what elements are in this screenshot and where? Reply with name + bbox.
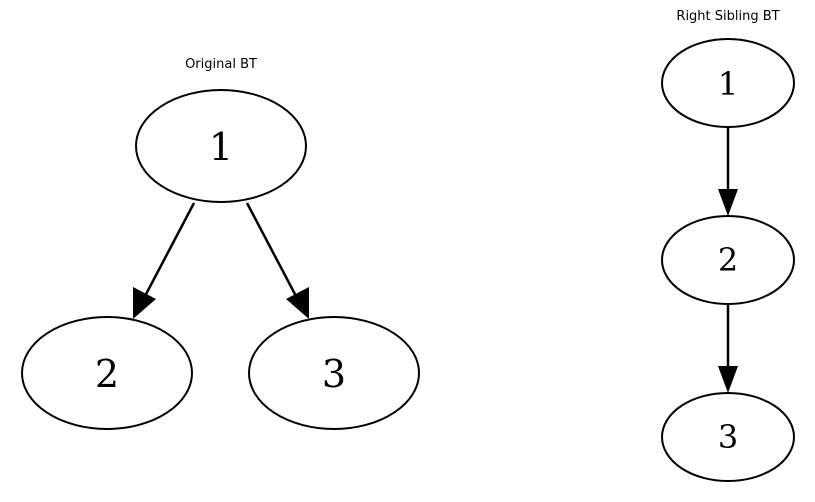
edge-1-to-2 — [133, 202, 196, 319]
node-ellipse — [21, 316, 193, 430]
node-ellipse — [248, 316, 420, 430]
node-label: 1 — [209, 125, 233, 169]
edge-line — [142, 202, 196, 299]
original-bt-title: Original BT — [185, 57, 257, 72]
arrow-head-icon — [718, 366, 738, 393]
right-sibling-bt-title: Right Sibling BT — [676, 9, 780, 24]
node-3: 3 — [248, 316, 420, 430]
node-3: 3 — [661, 392, 795, 482]
edge-1-to-2 — [718, 128, 738, 216]
node-label: 1 — [718, 65, 738, 103]
node-ellipse — [661, 392, 795, 482]
node-ellipse — [661, 38, 795, 128]
node-ellipse — [661, 215, 795, 305]
node-label: 2 — [718, 241, 738, 279]
right-sibling-bt-diagram: 1 2 3 — [661, 38, 795, 482]
node-2: 2 — [21, 316, 193, 430]
node-2: 2 — [661, 215, 795, 305]
arrow-head-icon — [718, 189, 738, 216]
node-label: 3 — [718, 418, 738, 456]
arrow-head-icon — [286, 287, 309, 319]
arrow-head-icon — [133, 287, 156, 319]
original-bt-diagram: 1 2 3 — [21, 89, 420, 430]
node-ellipse — [135, 89, 307, 203]
node-1: 1 — [135, 89, 307, 203]
node-label: 2 — [95, 352, 119, 396]
edge-1-to-3 — [245, 202, 309, 319]
node-label: 3 — [322, 352, 346, 396]
node-1: 1 — [661, 38, 795, 128]
edge-2-to-3 — [718, 304, 738, 393]
edge-line — [245, 202, 299, 299]
